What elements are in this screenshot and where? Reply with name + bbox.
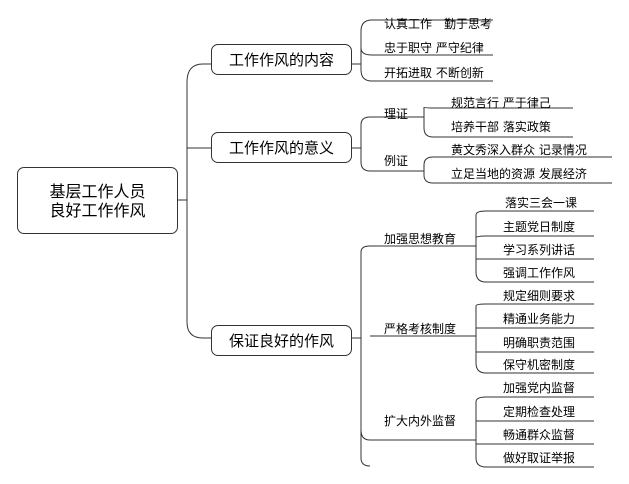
connector-education-items	[473, 210, 594, 283]
connector-example-items	[412, 156, 612, 184]
theory-item: 培养干部 落实政策	[451, 120, 551, 134]
connector-guarantee-groups	[352, 245, 473, 467]
theory-item: 规范言行 严于律己	[451, 96, 551, 110]
branch-content-label: 工作作风的内容	[228, 51, 334, 69]
connector-supervision-items	[473, 396, 594, 468]
assessment-item: 保守机密制度	[503, 358, 576, 372]
connector-guarantee-group3	[360, 429, 473, 441]
connector-assessment-items	[473, 303, 594, 374]
content-item: 忠于职守 严守纪律	[384, 41, 484, 55]
guarantee-group-label: 加强思想教育	[384, 232, 457, 246]
meaning-group-label: 理证	[384, 107, 409, 121]
branch-guarantee: 保证良好的作风	[211, 325, 352, 356]
meaning-group-label: 例证	[384, 154, 409, 168]
assessment-item: 规定细则要求	[503, 289, 576, 303]
branch-content: 工作作风的内容	[211, 44, 352, 75]
example-item: 黄文秀深入群众 记录情况	[451, 143, 587, 157]
example-item: 立足当地的资源 发展经济	[451, 167, 587, 181]
branch-guarantee-label: 保证良好的作风	[228, 332, 334, 350]
branch-meaning-label: 工作作风的意义	[228, 139, 334, 157]
education-item: 落实三会一课	[505, 196, 578, 210]
education-item: 主题党日制度	[503, 220, 576, 234]
root-node: 基层工作人员 良好工作作风	[17, 167, 178, 234]
guarantee-group-label: 严格考核制度	[384, 322, 457, 336]
connector-root-branches	[178, 63, 211, 339]
supervision-item: 畅通群众监督	[503, 428, 576, 442]
assessment-item: 明确职责范围	[503, 336, 576, 350]
content-item: 认真工作 勤于思考	[384, 17, 493, 31]
supervision-item: 做好取证举报	[503, 451, 576, 465]
root-line-1: 基层工作人员	[49, 181, 146, 201]
supervision-item: 加强党内监督	[503, 381, 576, 395]
supervision-item: 定期检查处理	[503, 405, 576, 419]
guarantee-group-label: 扩大内外监督	[384, 414, 457, 428]
content-item: 开拓进取 不断创新	[384, 66, 484, 80]
education-item: 学习系列讲话	[503, 243, 576, 257]
assessment-item: 精通业务能力	[503, 312, 576, 326]
connector-theory-items	[412, 106, 573, 138]
connector-meaning-groups	[352, 116, 412, 172]
branch-meaning: 工作作风的意义	[211, 132, 352, 163]
connector-content-items	[352, 19, 493, 82]
education-item: 强调工作作风	[503, 266, 576, 280]
root-line-2: 良好工作作风	[49, 200, 146, 220]
